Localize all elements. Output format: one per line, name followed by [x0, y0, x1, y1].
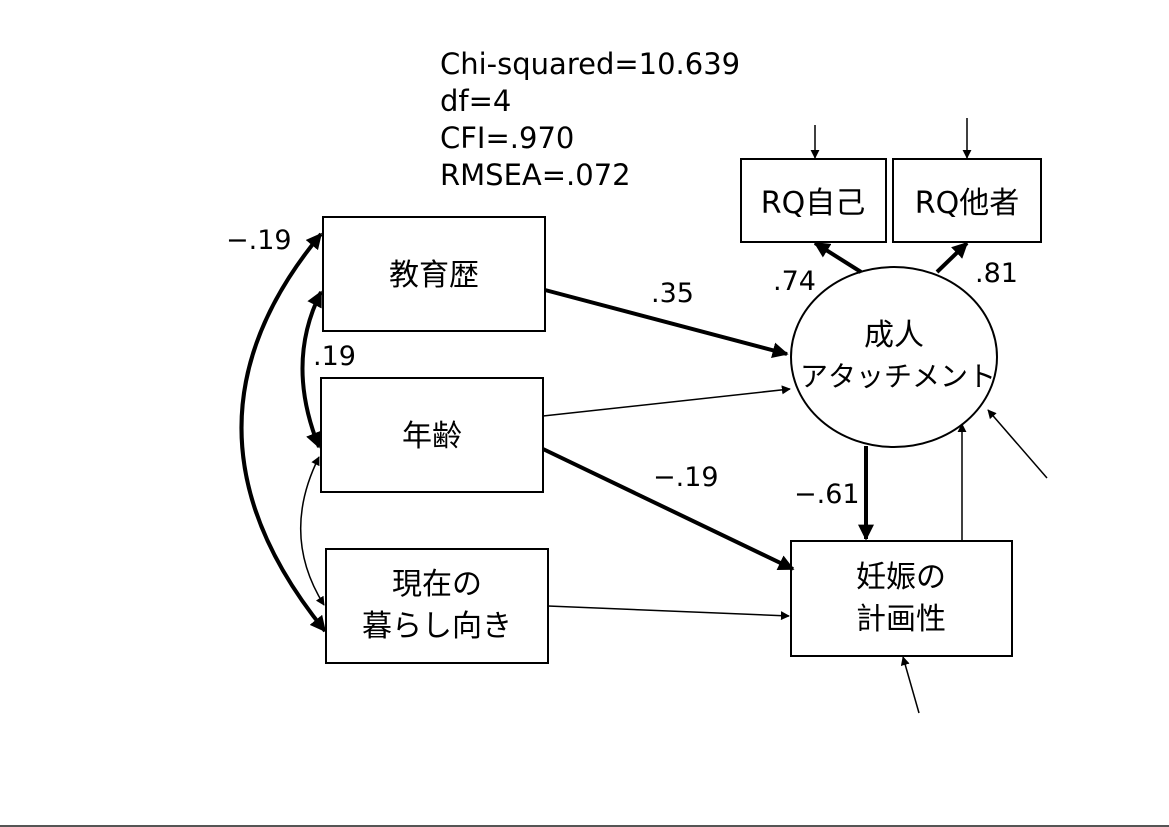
attachment-ellipse — [790, 266, 998, 448]
path-age-pregnancy — [542, 447, 795, 571]
living-label-line1: 現在の — [392, 567, 482, 602]
rq-self-label: RQ自己 — [761, 186, 865, 221]
attachment-label-line1: 成人 — [864, 318, 924, 353]
rq-other-label: RQ他者 — [915, 186, 1019, 221]
path-living-pregnancy — [547, 605, 790, 621]
living-box — [325, 548, 549, 664]
correlation-education-living — [239, 232, 327, 633]
rmsea-label: RMSEA=.072 — [440, 158, 631, 192]
education-label: 教育歴 — [389, 258, 479, 293]
living-label-line2: 暮らし向き — [362, 609, 512, 644]
path-attachment-rq-other — [935, 241, 969, 274]
education-box — [322, 216, 546, 332]
pregnancy-label-line2: 計画性 — [856, 602, 946, 637]
correlation-education-age — [300, 290, 323, 449]
coef-age-pregnancy: −.19 — [653, 462, 719, 493]
coef-education-attachment: .35 — [651, 278, 694, 309]
age-box — [320, 377, 544, 493]
fit-statistics: Chi-squared=10.639 df=4 CFI=.970 RMSEA=.… — [440, 47, 740, 192]
chi-squared-label: Chi-squared=10.639 — [440, 47, 740, 81]
path-attachment-rq-self — [813, 241, 863, 274]
error-arrow-pregnancy — [900, 656, 920, 714]
df-label: df=4 — [440, 84, 511, 118]
coef-attachment-rq-other: .81 — [975, 258, 1018, 289]
coef-attachment-rq-self: .74 — [773, 266, 816, 297]
bottom-border — [0, 825, 1169, 827]
coef-attachment-pregnancy: −.61 — [794, 479, 860, 510]
age-label: 年齢 — [402, 419, 462, 454]
cfi-label: CFI=.970 — [440, 121, 574, 155]
attachment-label-line2: アタッチメント — [800, 360, 996, 393]
coef-education-age: .19 — [313, 341, 356, 372]
pregnancy-label-line1: 妊娠の — [856, 560, 946, 595]
coef-education-living: −.19 — [226, 225, 292, 256]
correlation-age-living — [299, 456, 325, 606]
rq-self-box — [740, 158, 887, 243]
error-arrow-attachment — [987, 409, 1048, 479]
path-age-attachment — [542, 385, 791, 417]
pregnancy-box — [790, 540, 1013, 657]
path-education-attachment — [544, 288, 789, 359]
